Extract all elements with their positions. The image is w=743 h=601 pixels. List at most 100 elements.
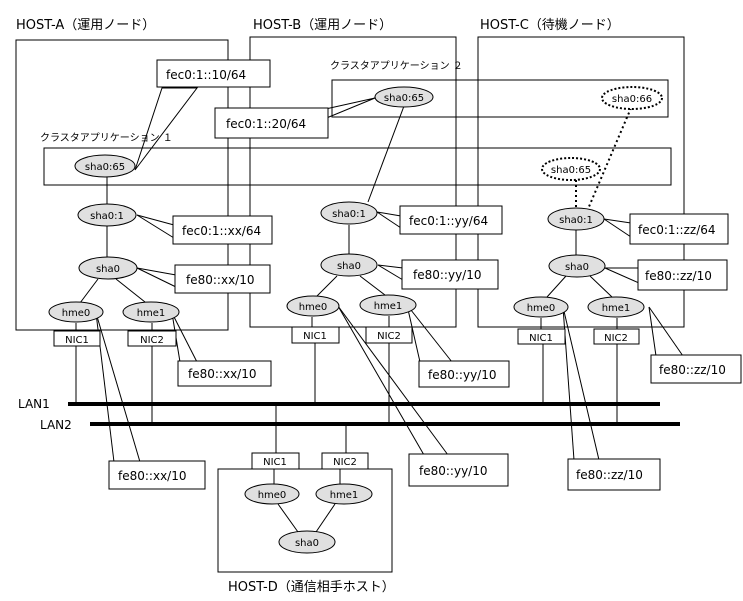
c-sha0-66-node xyxy=(601,86,663,110)
host-a-title: HOST-A（運用ノード） xyxy=(16,18,155,33)
c-hme0-node xyxy=(513,296,569,318)
c-sha0-65-label: sha0:65 xyxy=(551,165,591,176)
c-sha0-66-label: sha0:66 xyxy=(612,94,652,105)
a-sha01-address: fec0:1::xx/64 xyxy=(182,224,261,238)
b-sha0-box xyxy=(401,259,499,290)
b-sha0-node xyxy=(320,253,378,277)
b-hme0-label: hme0 xyxy=(299,302,328,313)
a-hme0-node xyxy=(48,301,104,323)
lan1-label: LAN1 xyxy=(18,397,50,411)
a-sha0-node xyxy=(78,256,138,280)
b-sha01-box xyxy=(399,205,503,235)
b-sha0-65-label: sha0:65 xyxy=(384,93,424,104)
b-vip-address: fec0:1::20/64 xyxy=(226,117,306,131)
cluster-app2-box xyxy=(331,79,669,118)
nic-boxes: NIC1 NIC2 NIC1 NIC2 NIC1 NIC2 NIC1 NIC2 xyxy=(53,326,640,470)
b-hme1-node xyxy=(359,294,417,316)
c-sha0-1-label: sha0:1 xyxy=(559,215,593,226)
c-hme0-box xyxy=(567,458,661,491)
host-c-box xyxy=(477,36,685,328)
a-vip-box xyxy=(156,59,271,88)
b-sha0-address: fe80::yy/10 xyxy=(413,268,481,282)
c-sha0-box xyxy=(637,259,728,291)
b-nic2-label: NIC2 xyxy=(377,331,401,342)
b-hme0-address: fe80::yy/10 xyxy=(419,464,487,478)
c-sha0-label: sha0 xyxy=(565,262,589,273)
c-nic1-label: NIC1 xyxy=(529,333,553,344)
address-boxes: fec0:1::10/64 fec0:1::20/64 fec0:1::xx/6… xyxy=(108,59,742,491)
a-hme1-node xyxy=(122,301,180,323)
b-hme1-box xyxy=(418,360,510,388)
c-hme1-node xyxy=(587,296,645,318)
a-sha0-65-label: sha0:65 xyxy=(85,162,125,173)
host-d-box xyxy=(217,468,393,573)
b-nic1-label: NIC1 xyxy=(303,331,327,342)
a-sha0-address: fe80::xx/10 xyxy=(186,273,254,287)
b-vip-box xyxy=(214,107,329,139)
d-hme0-label: hme0 xyxy=(258,490,287,501)
a-sha01-box xyxy=(172,215,273,245)
c-hme0-address: fe80::zz/10 xyxy=(576,468,643,482)
b-hme0-box xyxy=(408,453,509,487)
a-hme1-address: fe80::xx/10 xyxy=(188,367,256,381)
c-nic2-box xyxy=(593,328,640,345)
connectors xyxy=(75,105,618,533)
c-hme1-address: fe80::zz/10 xyxy=(659,363,726,377)
b-sha0-1-label: sha0:1 xyxy=(332,209,366,220)
a-vip-address: fec0:1::10/64 xyxy=(166,68,246,82)
c-nic1-box xyxy=(517,328,566,345)
a-sha0-label: sha0 xyxy=(96,264,120,275)
b-hme1-label: hme1 xyxy=(374,301,403,312)
b-hme0-node xyxy=(286,295,340,317)
a-hme1-label: hme1 xyxy=(137,308,166,319)
a-sha0-box xyxy=(174,264,271,294)
a-sha0-65-node xyxy=(74,154,136,178)
cluster-app2-label: クラスタアプリケーション ２ xyxy=(330,60,463,72)
a-nic2-box xyxy=(127,330,177,347)
c-hme1-box xyxy=(650,354,742,384)
c-hme1-label: hme1 xyxy=(602,303,631,314)
c-sha01-box xyxy=(629,213,729,245)
standby-links xyxy=(575,107,632,210)
a-sha0-1-label: sha0:1 xyxy=(90,211,124,222)
c-sha0-address: fe80::zz/10 xyxy=(645,269,712,283)
host-d-title: HOST-D（通信相手ホスト） xyxy=(228,580,395,595)
d-sha0-node xyxy=(278,530,336,554)
a-nic2-label: NIC2 xyxy=(140,335,164,346)
d-nic2-box xyxy=(321,452,369,470)
d-hme1-label: hme1 xyxy=(330,490,359,501)
c-sha0-1-node xyxy=(547,207,605,231)
d-hme0-node xyxy=(244,483,300,505)
c-sha0-65-node xyxy=(541,157,601,181)
c-hme0-label: hme0 xyxy=(527,303,556,314)
a-hme1-box xyxy=(177,360,272,387)
cluster-app1-label: クラスタアプリケーション １ xyxy=(40,132,173,144)
c-sha01-address: fec0:1::zz/64 xyxy=(638,223,716,237)
d-nic2-label: NIC2 xyxy=(333,457,357,468)
interface-nodes: sha0:65 sha0:1 sha0 hme0 hme1 sha0:65 sh… xyxy=(48,86,663,554)
d-nic1-box xyxy=(251,452,300,470)
b-sha01-address: fec0:1::yy/64 xyxy=(409,214,488,228)
lan2-label: LAN2 xyxy=(40,418,72,432)
b-sha0-65-node xyxy=(374,86,434,108)
host-b-title: HOST-B（運用ノード） xyxy=(253,18,392,33)
c-nic2-label: NIC2 xyxy=(604,333,628,344)
b-sha0-label: sha0 xyxy=(337,261,361,272)
a-hme0-label: hme0 xyxy=(62,308,91,319)
a-nic1-label: NIC1 xyxy=(65,335,89,346)
b-sha0-1-node xyxy=(320,201,378,225)
b-nic2-box xyxy=(365,326,413,344)
a-sha0-1-node xyxy=(77,203,137,227)
d-sha0-label: sha0 xyxy=(295,538,319,549)
b-nic1-box xyxy=(291,326,340,344)
host-c-title: HOST-C（待機ノード） xyxy=(480,18,620,33)
a-nic1-box xyxy=(53,330,101,347)
d-hme1-node xyxy=(315,483,373,505)
a-hme0-address: fe80::xx/10 xyxy=(118,469,186,483)
b-hme1-address: fe80::yy/10 xyxy=(428,368,496,382)
cluster-app1-box xyxy=(43,147,672,186)
a-hme0-box xyxy=(108,460,206,490)
d-nic1-label: NIC1 xyxy=(263,457,287,468)
